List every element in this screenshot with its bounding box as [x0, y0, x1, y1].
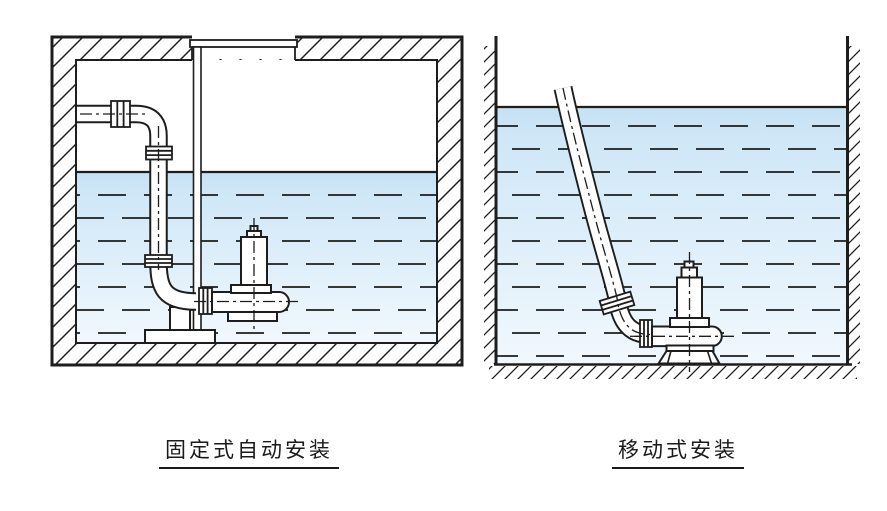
caption-mobile-installation: 移动式安装 — [612, 438, 744, 470]
pump-suction-plate — [227, 311, 278, 322]
pedestal-base-plate — [144, 329, 216, 344]
centerlines-right — [562, 87, 736, 372]
pump-coupling-flange — [639, 319, 653, 348]
tank-inner-wall-line — [75, 59, 438, 344]
caption-fixed-installation-text: 固定式自动安装 — [165, 438, 333, 462]
caption-fixed-installation: 固定式自动安装 — [159, 438, 339, 470]
duckfoot-pedestal — [144, 306, 216, 344]
caption-mobile-installation-text: 移动式安装 — [618, 438, 738, 462]
wall-hatch-ticks — [484, 46, 860, 379]
pump-motor-body — [240, 236, 268, 286]
mobile-installation-diagram — [484, 36, 860, 379]
fixed-installation-diagram — [50, 33, 464, 367]
access-cover-slab — [189, 39, 298, 48]
pump-volute — [230, 284, 272, 294]
pedestal-column — [169, 306, 191, 332]
centerlines-left — [80, 113, 299, 330]
pump-motor-body — [676, 276, 703, 319]
opening-edges — [191, 47, 296, 60]
pump-stand-legs — [656, 350, 722, 365]
